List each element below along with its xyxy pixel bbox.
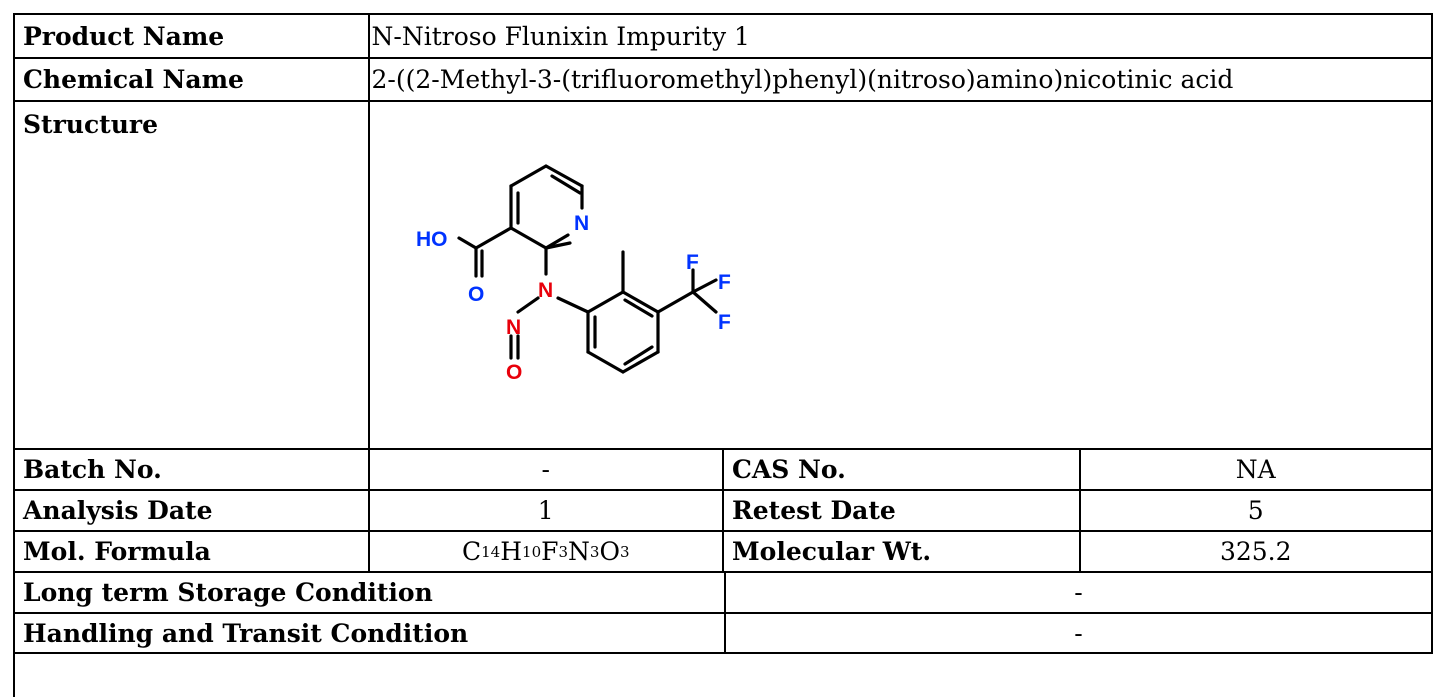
mol-weight-label: Molecular Wt. <box>724 532 1081 571</box>
analysis-date-label: Analysis Date <box>15 491 370 530</box>
analysis-date-value: 1 <box>370 491 724 530</box>
structure-image: HO O N N N O F F F <box>370 102 1433 448</box>
atom-acid-oxygen: O <box>468 283 484 306</box>
cas-label: CAS No. <box>724 450 1081 489</box>
product-name-label: Product Name <box>15 15 370 57</box>
handling-label: Handling and Transit Condition <box>15 614 726 652</box>
batch-value: - <box>370 450 724 489</box>
formula-h: H <box>500 537 523 566</box>
row-dates: Analysis Date 1 Retest Date 5 <box>15 491 1433 532</box>
mol-formula-label: Mol. Formula <box>15 532 370 571</box>
atom-hydroxyl: HO <box>416 228 448 251</box>
molecule-structure-drawing: HO O N N N O F F F <box>416 164 731 384</box>
retest-date-value: 5 <box>1081 491 1433 530</box>
row-chemical-name: Chemical Name 2-((2-Methyl-3-(trifluorom… <box>15 59 1433 102</box>
formula-c: C <box>461 537 482 566</box>
formula-n: N <box>568 537 590 566</box>
row-handling: Handling and Transit Condition - <box>15 614 1433 654</box>
atom-nitroso-oxygen: O <box>506 361 522 384</box>
formula-f: F <box>541 537 559 566</box>
atom-fluorine-2: F <box>718 271 731 294</box>
atom-amine-nitrogen: N <box>538 279 553 302</box>
chemical-name-value: 2-((2-Methyl-3-(trifluoromethyl)phenyl)(… <box>370 59 1433 100</box>
row-batch-cas: Batch No. - CAS No. NA <box>15 450 1433 491</box>
storage-label: Long term Storage Condition <box>15 573 726 612</box>
product-name-value: N-Nitroso Flunixin Impurity 1 <box>370 15 1433 57</box>
structure-label: Structure <box>15 102 370 448</box>
cas-value: NA <box>1081 450 1433 489</box>
atom-nitroso-nitrogen: N <box>506 316 521 339</box>
atom-ring-nitrogen: N <box>574 212 589 235</box>
handling-value: - <box>726 614 1433 652</box>
row-structure: Structure <box>15 102 1433 450</box>
retest-date-label: Retest Date <box>724 491 1081 530</box>
atom-fluorine-1: F <box>686 251 699 274</box>
row-storage: Long term Storage Condition - <box>15 573 1433 614</box>
formula-o: O <box>599 537 620 566</box>
atom-fluorine-3: F <box>718 311 731 334</box>
storage-value: - <box>726 573 1433 612</box>
batch-label: Batch No. <box>15 450 370 489</box>
row-product-name: Product Name N-Nitroso Flunixin Impurity… <box>15 15 1433 59</box>
product-spec-table: Product Name N-Nitroso Flunixin Impurity… <box>13 13 1433 697</box>
chemical-name-label: Chemical Name <box>15 59 370 100</box>
mol-weight-value: 325.2 <box>1081 532 1433 571</box>
